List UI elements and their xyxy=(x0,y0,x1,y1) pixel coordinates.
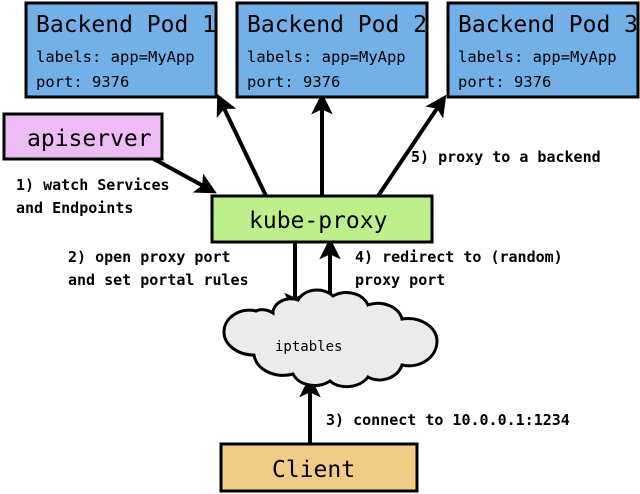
label-step-4: 4) redirect to (random) proxy port xyxy=(355,248,563,289)
node-iptables[interactable]: iptables xyxy=(222,288,439,389)
node-client[interactable]: Client xyxy=(219,442,419,493)
label-step-4-line1: 4) redirect to (random) xyxy=(355,248,563,266)
node-apiserver[interactable]: apiserver xyxy=(2,112,164,161)
label-step-5-line1: 5) proxy to a backend xyxy=(411,148,601,166)
label-step-3: 3) connect to 10.0.0.1:1234 xyxy=(326,411,570,429)
node-kube-proxy-box[interactable] xyxy=(210,194,434,244)
node-iptables-cloud[interactable] xyxy=(222,288,439,389)
node-client-box[interactable] xyxy=(219,442,419,493)
node-backend-pod-1-labels: labels: app=MyApp xyxy=(36,48,195,66)
label-step-3-line1: 3) connect to 10.0.0.1:1234 xyxy=(326,411,570,429)
node-backend-pod-3-title: Backend Pod 3 xyxy=(458,12,638,38)
label-step-2-line2: and set portal rules xyxy=(68,271,249,289)
node-backend-pod-3-labels: labels: app=MyApp xyxy=(458,48,617,66)
node-backend-pod-3[interactable]: Backend Pod 3 labels: app=MyApp port: 93… xyxy=(446,1,640,99)
node-kube-proxy[interactable]: kube-proxy xyxy=(210,194,434,244)
label-step-1-line2: and Endpoints xyxy=(16,199,133,217)
edge-proxy-to-pod3 xyxy=(376,94,447,198)
edge-proxy-to-pod1-line xyxy=(216,93,268,197)
node-backend-pod-2-box[interactable] xyxy=(235,1,429,99)
node-backend-pod-3-port: port: 9376 xyxy=(458,73,551,91)
label-step-1: 1) watch Services and Endpoints xyxy=(16,176,170,217)
node-backend-pod-3-box[interactable] xyxy=(446,1,640,99)
label-step-2-line1: 2) open proxy port xyxy=(68,248,231,266)
node-backend-pod-2-title: Backend Pod 2 xyxy=(247,12,427,38)
edge-watch-services-line xyxy=(151,156,217,194)
edge-watch-services xyxy=(151,156,217,194)
node-kube-proxy-title: kube-proxy xyxy=(249,208,387,234)
label-step-2: 2) open proxy port and set portal rules xyxy=(68,248,249,289)
edge-proxy-to-pod3-line xyxy=(376,94,447,198)
node-backend-pod-1-title: Backend Pod 1 xyxy=(36,12,216,38)
label-step-5: 5) proxy to a backend xyxy=(411,148,601,166)
node-client-title: Client xyxy=(272,457,355,483)
node-backend-pod-2-labels: labels: app=MyApp xyxy=(247,48,406,66)
node-backend-pod-1[interactable]: Backend Pod 1 labels: app=MyApp port: 93… xyxy=(24,1,218,99)
node-backend-pod-1-box[interactable] xyxy=(24,1,218,99)
node-iptables-title: iptables xyxy=(275,339,342,355)
node-backend-pod-2-port: port: 9376 xyxy=(247,73,340,91)
edge-proxy-to-pod1 xyxy=(216,93,268,197)
node-apiserver-title: apiserver xyxy=(27,126,152,152)
node-backend-pod-1-port: port: 9376 xyxy=(36,73,129,91)
node-apiserver-box[interactable] xyxy=(2,112,164,161)
label-step-4-line2: proxy port xyxy=(355,271,445,289)
label-step-1-line1: 1) watch Services xyxy=(16,176,170,194)
node-backend-pod-2[interactable]: Backend Pod 2 labels: app=MyApp port: 93… xyxy=(235,1,429,99)
